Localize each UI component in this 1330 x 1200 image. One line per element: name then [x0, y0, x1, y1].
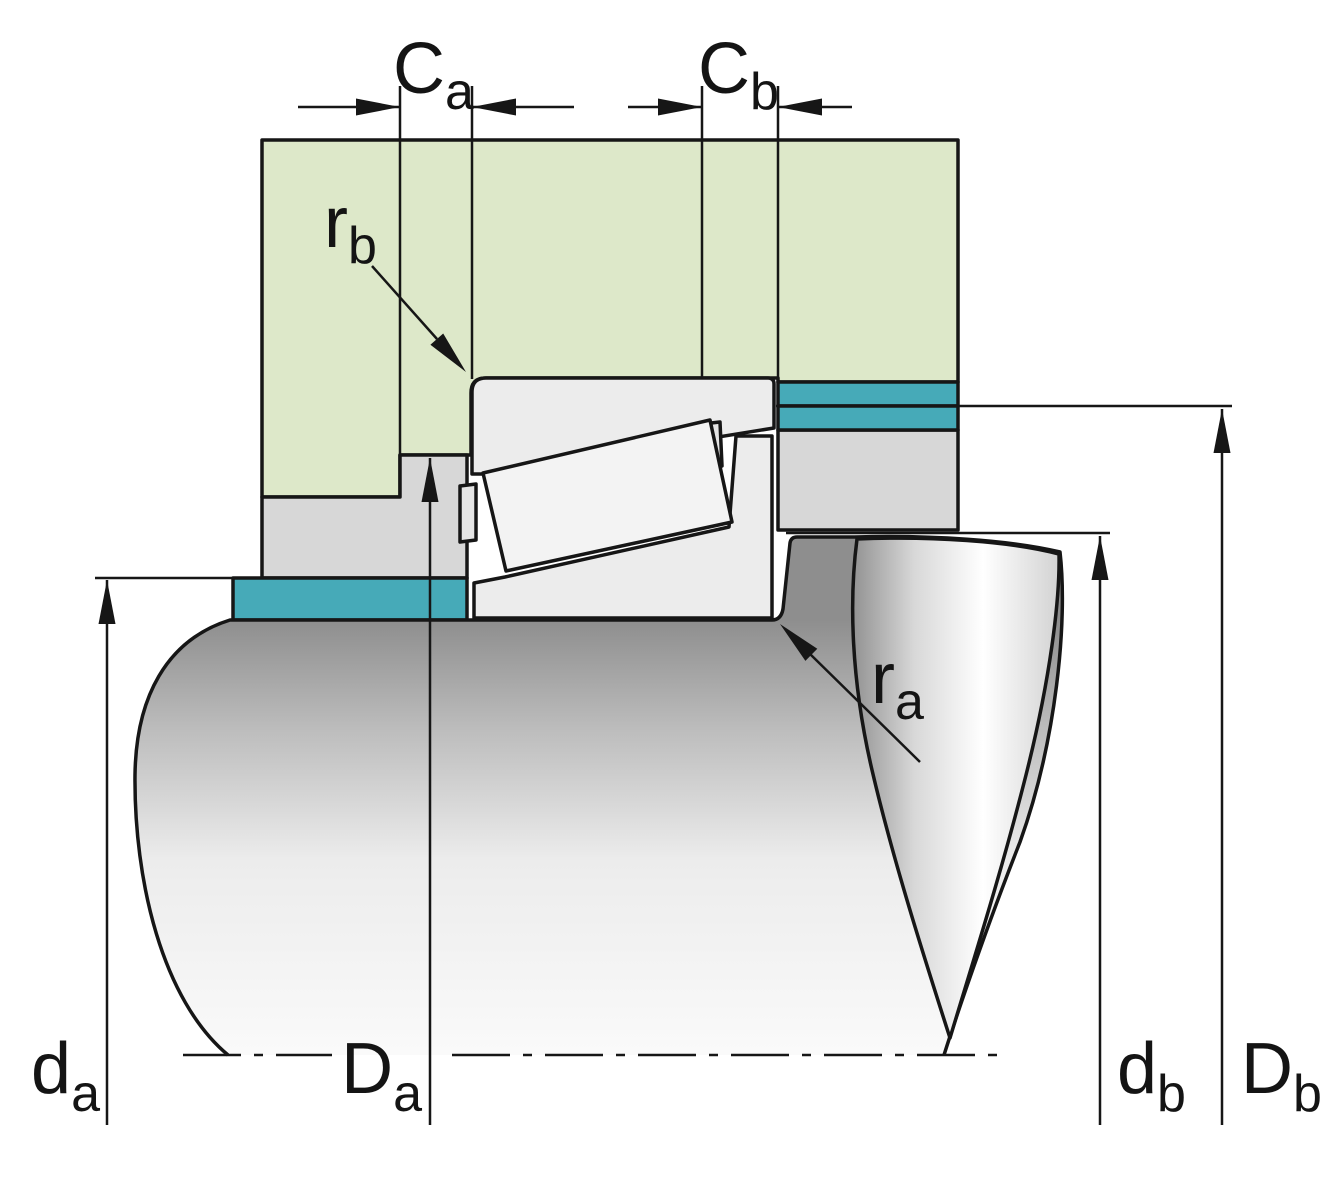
- label-db: db: [1117, 1029, 1186, 1123]
- dim-Db: [1213, 409, 1231, 1125]
- dim-Db-arrowhead: [1213, 409, 1231, 453]
- label-Db: Db: [1241, 1029, 1322, 1123]
- leader-ra-line: [808, 652, 921, 763]
- label-da: da: [31, 1029, 100, 1123]
- dim-Da: [421, 458, 439, 1125]
- label-ra-sub: a: [895, 673, 924, 731]
- dim-db-arrowhead: [1091, 536, 1109, 580]
- spacer-ring-right-upper: [776, 380, 960, 408]
- dim-da-arrowhead: [98, 580, 116, 624]
- label-rb-sub: b: [348, 217, 377, 275]
- label-ra: ra: [871, 639, 924, 731]
- label-Db-sub: b: [1293, 1065, 1322, 1123]
- dim-Cb-arrowhead-right: [658, 98, 702, 116]
- label-db-main: d: [1117, 1029, 1157, 1109]
- leader-ra-arrowhead: [780, 624, 818, 661]
- dim-Cb: [628, 98, 852, 116]
- label-da-sub: a: [71, 1065, 100, 1123]
- leader-rb: [371, 265, 466, 372]
- label-Ca-sub: a: [445, 63, 474, 121]
- label-rb-main: r: [324, 183, 348, 263]
- spacer-ring-right-lower: [776, 404, 960, 432]
- label-Cb-sub: b: [750, 63, 779, 121]
- dim-da: [98, 580, 116, 1125]
- cage-segment-left: [458, 482, 478, 544]
- dim-Ca: [298, 98, 574, 116]
- shaft-fillet-surface: [850, 536, 1061, 1040]
- label-Ca: Ca: [393, 29, 474, 121]
- label-Da-main: D: [341, 1029, 393, 1109]
- bearing-roller: [481, 418, 734, 573]
- label-Db-main: D: [1241, 1029, 1293, 1109]
- label-Cb-main: C: [698, 29, 750, 109]
- label-Ca-main: C: [393, 29, 445, 109]
- leader-ra: [780, 624, 921, 763]
- bearing-outer-ring: [470, 376, 776, 476]
- abutment-block-right: [776, 428, 960, 532]
- shaft-outline: [133, 534, 1065, 1057]
- label-Da-sub: a: [393, 1065, 422, 1123]
- label-rb: rb: [324, 183, 377, 275]
- dim-db: [1091, 536, 1109, 1125]
- label-da-main: d: [31, 1029, 71, 1109]
- dim-Da-arrowhead: [421, 458, 439, 502]
- label-Cb: Cb: [698, 29, 779, 121]
- bearing-inner-ring: [472, 434, 774, 620]
- tapered-roller-bearing: [458, 376, 776, 620]
- label-ra-main: r: [871, 639, 895, 719]
- shaft: [134, 536, 1063, 1055]
- dim-Cb-arrowhead-left: [778, 98, 822, 116]
- leader-rb-arrowhead: [430, 333, 466, 372]
- dim-Ca-arrowhead-left: [472, 98, 516, 116]
- label-db-sub: b: [1157, 1065, 1186, 1123]
- dim-Ca-arrowhead-right: [356, 98, 400, 116]
- spacer-ring-left: [231, 576, 469, 622]
- label-Da: Da: [341, 1029, 422, 1123]
- leader-rb-line: [371, 265, 438, 340]
